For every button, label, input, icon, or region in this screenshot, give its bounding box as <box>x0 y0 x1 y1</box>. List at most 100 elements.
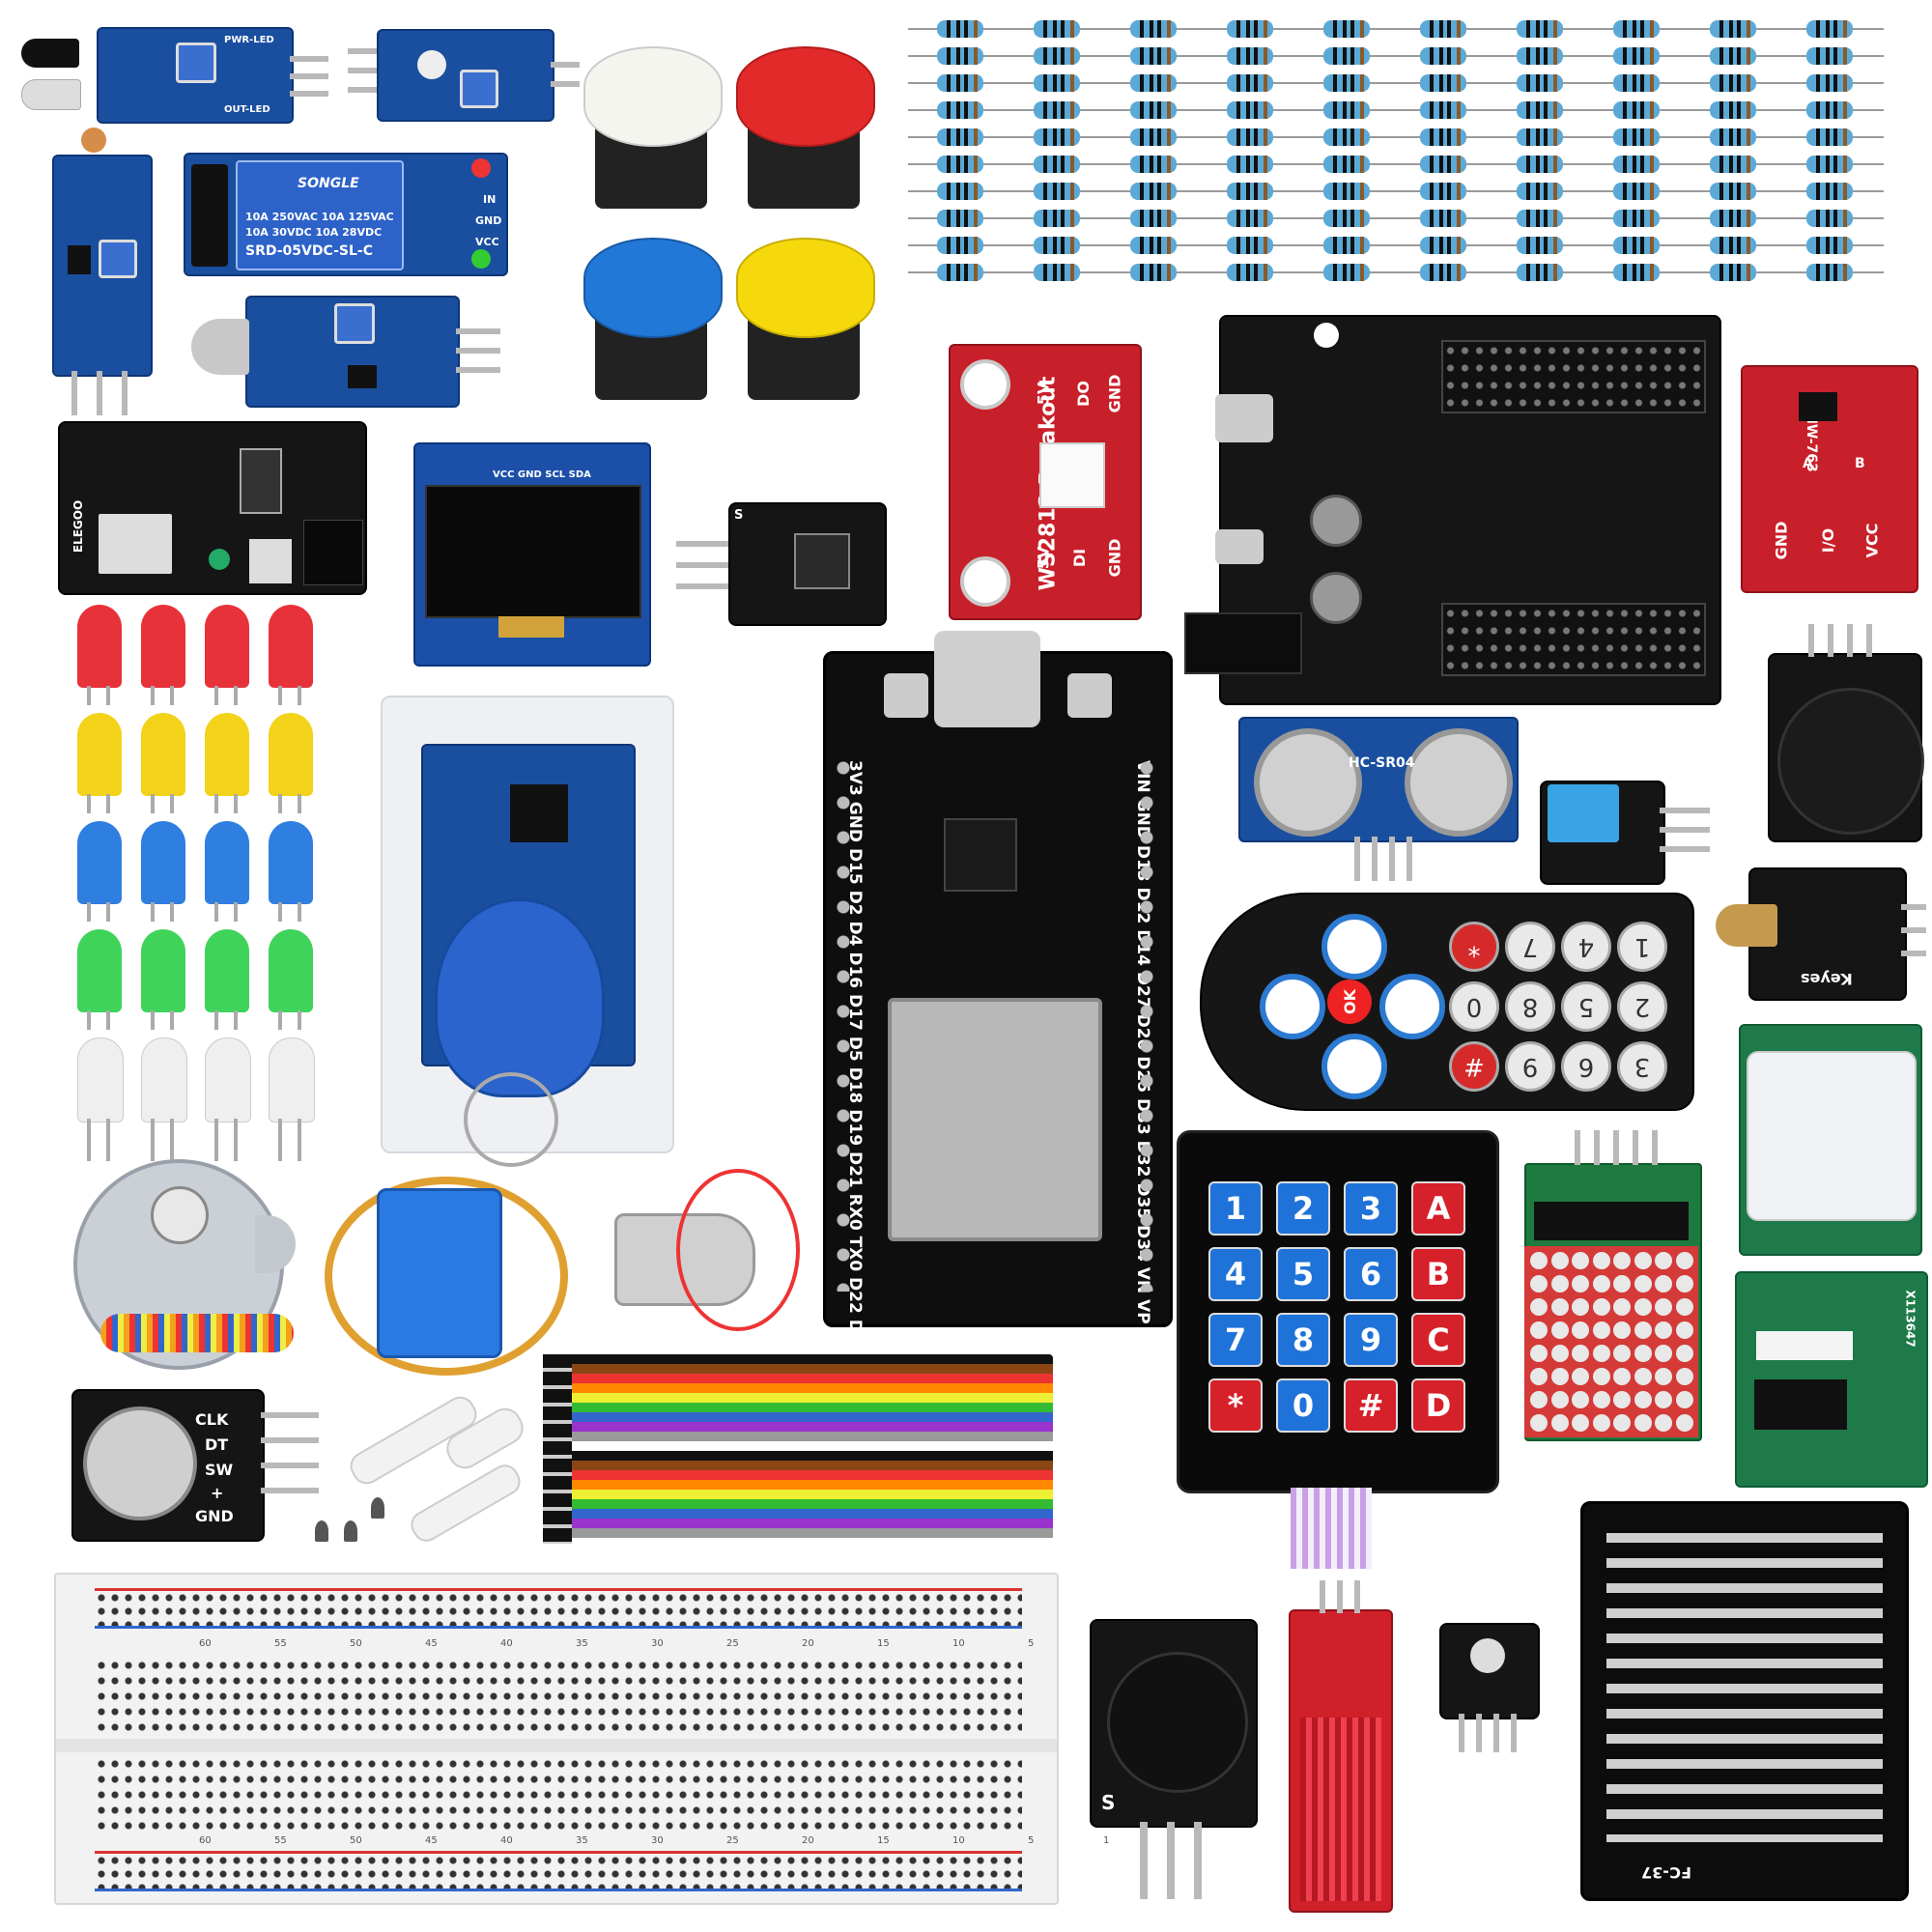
resistor-band <box>956 128 960 146</box>
remote-key[interactable]: # <box>1449 1041 1499 1092</box>
resistor-band <box>1826 156 1830 173</box>
resistor-band <box>1061 101 1065 119</box>
resistor-band <box>1343 237 1347 254</box>
remote-key[interactable]: 7 <box>1505 922 1555 972</box>
remote-key[interactable]: 6 <box>1561 1041 1611 1092</box>
resistor-band <box>1430 101 1434 119</box>
remote-key[interactable]: 8 <box>1505 981 1555 1032</box>
pin <box>1847 624 1853 657</box>
breadboard-column-number: 20 <box>802 1638 814 1649</box>
keypad-key[interactable]: 5 <box>1276 1247 1330 1301</box>
resistor-band <box>1167 183 1171 200</box>
dc-jack <box>303 520 363 585</box>
breadboard-column-number: 40 <box>500 1638 513 1649</box>
photoresistor-icon <box>81 128 106 153</box>
dpad-down[interactable] <box>1321 1034 1387 1099</box>
screw-terminal <box>191 164 228 267</box>
pin <box>1901 927 1926 933</box>
pin <box>1459 1714 1464 1752</box>
resistor-band <box>1140 210 1144 227</box>
remote-key[interactable]: 4 <box>1561 922 1611 972</box>
led <box>141 1037 187 1122</box>
keypad-key[interactable]: 1 <box>1208 1181 1263 1236</box>
remote-key[interactable]: 9 <box>1505 1041 1555 1092</box>
keypad-key[interactable]: 9 <box>1344 1313 1398 1367</box>
breadboard-column-number: 40 <box>500 1835 513 1846</box>
keypad-key[interactable]: * <box>1208 1378 1263 1433</box>
resistor-band <box>1729 101 1733 119</box>
pir-sensor <box>1739 1024 1922 1256</box>
usb-port <box>99 514 172 574</box>
remote-key[interactable]: 1 <box>1617 922 1667 972</box>
matrix-led <box>1613 1275 1631 1293</box>
en-button[interactable] <box>1067 673 1112 718</box>
remote-key[interactable]: 0 <box>1449 981 1499 1032</box>
dpad-left[interactable] <box>1260 974 1325 1039</box>
resistor-band <box>1053 237 1057 254</box>
ws2812-led <box>1039 442 1105 508</box>
resistor-band <box>1719 183 1723 200</box>
boot-button[interactable] <box>884 673 928 718</box>
keypad-key[interactable]: 2 <box>1276 1181 1330 1236</box>
keypad-key[interactable]: C <box>1411 1313 1465 1367</box>
dpad-right[interactable] <box>1379 974 1445 1039</box>
keypad-key[interactable]: 8 <box>1276 1313 1330 1367</box>
resistor-band <box>1553 156 1557 173</box>
keypad-key[interactable]: D <box>1411 1378 1465 1433</box>
resistor-band <box>1747 264 1750 281</box>
matrix-led <box>1675 1252 1693 1269</box>
ws2812-breakout: WS2812 Breakout 5V DO GND 5V DI GND <box>949 344 1142 620</box>
resistor-band <box>1816 128 1820 146</box>
resistor-band <box>1043 264 1047 281</box>
keypad-key[interactable]: A <box>1411 1181 1465 1236</box>
chip-icon <box>944 818 1017 892</box>
remote-key[interactable]: 2 <box>1617 981 1667 1032</box>
resistor-band <box>1843 264 1847 281</box>
dpad-up[interactable] <box>1321 914 1387 980</box>
servo-horn <box>406 1460 526 1547</box>
pin <box>1866 624 1872 657</box>
led-leg <box>298 794 301 813</box>
screw-icon <box>371 1497 384 1519</box>
resistor-band <box>1150 47 1153 65</box>
keypad-key[interactable]: 4 <box>1208 1247 1263 1301</box>
stepper-driver-board: X113647 <box>1735 1271 1928 1488</box>
resistor-band <box>1816 237 1820 254</box>
resistor-band <box>1254 264 1258 281</box>
resistor-band <box>1536 101 1540 119</box>
keypad-key[interactable]: 3 <box>1344 1181 1398 1236</box>
breadboard-column-number: 10 <box>952 1835 965 1846</box>
resistor-band <box>1816 210 1820 227</box>
remote-key[interactable]: 3 <box>1617 1041 1667 1092</box>
keypad-key[interactable]: # <box>1344 1378 1398 1433</box>
resistor-band <box>1737 210 1741 227</box>
resistor-band <box>1633 128 1636 146</box>
resistor-band <box>1140 20 1144 38</box>
resistor-band <box>1833 20 1837 38</box>
resistor-band <box>1333 264 1337 281</box>
breadboard-column-number: 15 <box>877 1638 890 1649</box>
remote-key[interactable]: * <box>1449 922 1499 972</box>
remote-key[interactable]: 5 <box>1561 981 1611 1032</box>
resistor-band <box>1737 47 1741 65</box>
resistor-band <box>1633 101 1636 119</box>
matrix-led <box>1675 1391 1693 1408</box>
resistor-band <box>1623 183 1627 200</box>
matrix-led <box>1592 1275 1610 1293</box>
keypad-key[interactable]: B <box>1411 1247 1465 1301</box>
keypad-key[interactable]: 7 <box>1208 1313 1263 1367</box>
resistor-band <box>974 264 978 281</box>
keypad-key[interactable]: 0 <box>1276 1378 1330 1433</box>
matrix-led <box>1655 1298 1672 1316</box>
transducer-right <box>1405 728 1513 837</box>
ok-button[interactable]: OK <box>1327 980 1372 1024</box>
led <box>141 713 185 796</box>
resistor-band <box>1526 47 1530 65</box>
resistor-band <box>964 20 968 38</box>
chip-icon <box>348 365 377 388</box>
pin-row-left <box>834 751 853 1292</box>
resistor-band <box>1167 74 1171 92</box>
resistor-band <box>1843 128 1847 146</box>
keypad-key[interactable]: 6 <box>1344 1247 1398 1301</box>
resistor-band <box>1343 20 1347 38</box>
